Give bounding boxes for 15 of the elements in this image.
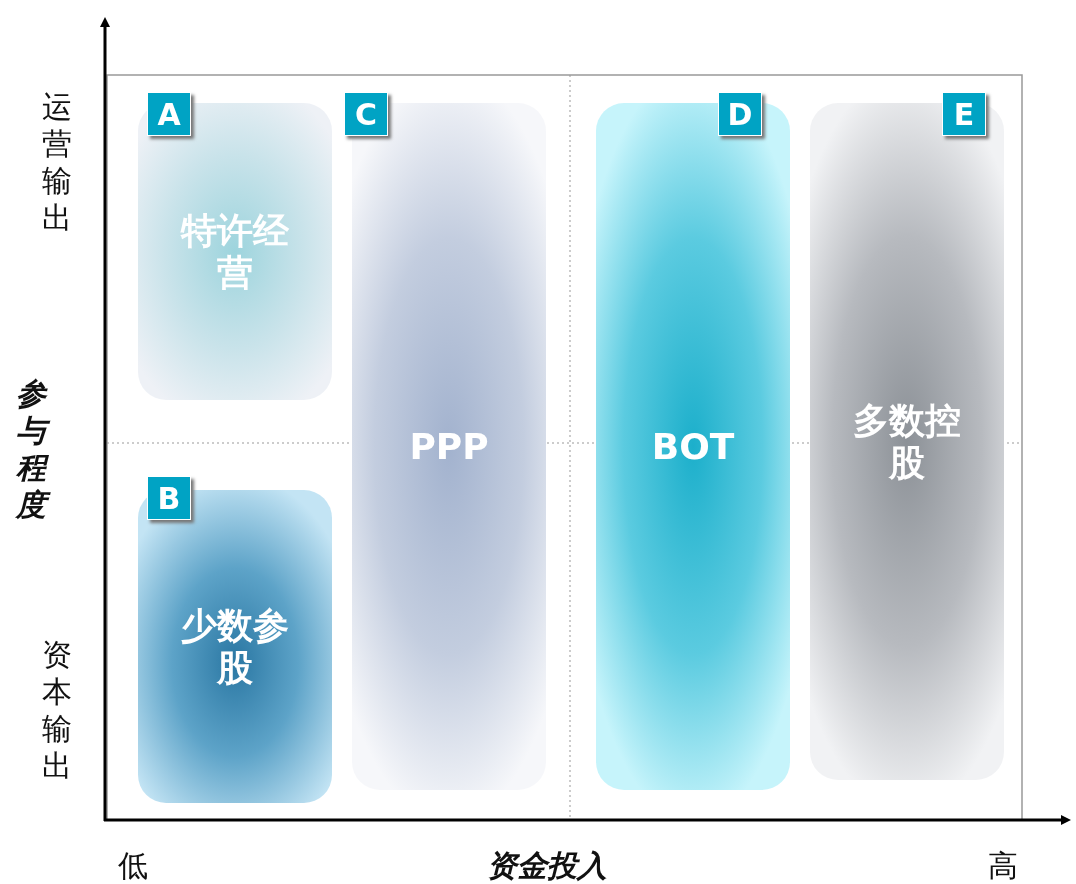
- box-label: 特许经营: [179, 209, 290, 294]
- axis-title: 资金投入: [487, 847, 607, 884]
- letter-badge: C: [344, 92, 388, 136]
- axis-end-label: 高: [988, 847, 1018, 884]
- letter-badge: B: [147, 476, 191, 520]
- letter-badge: D: [718, 92, 762, 136]
- axis-end-label: 资本输出: [41, 636, 73, 784]
- box-label: 多数控股: [852, 399, 962, 484]
- box-label: 少数参股: [180, 604, 290, 689]
- letter-badge: A: [147, 92, 191, 136]
- axis-end-label: 运营输出: [41, 88, 73, 236]
- letter-badge: E: [942, 92, 986, 136]
- box-label: BOT: [651, 425, 735, 468]
- box-label: PPP: [409, 425, 489, 468]
- axis-end-label: 低: [118, 847, 148, 884]
